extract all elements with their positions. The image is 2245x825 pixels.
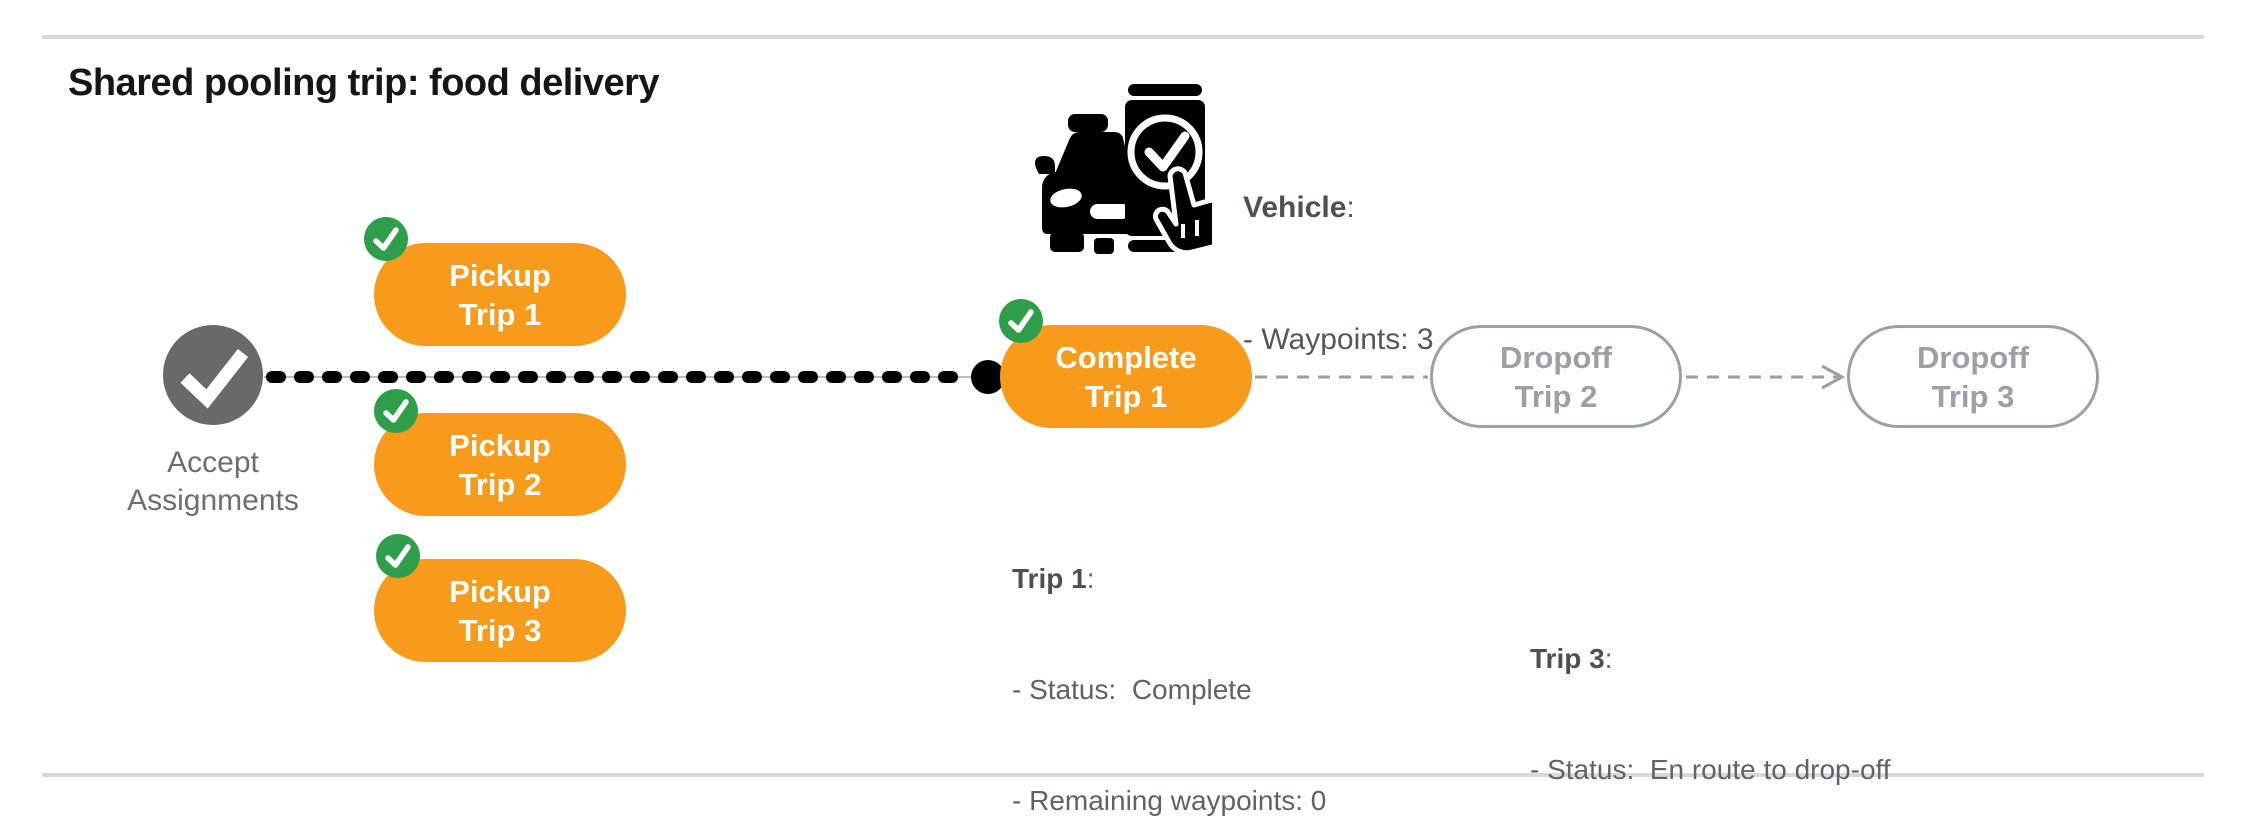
node-dropoff-trip-2: Dropoff Trip 2	[1430, 325, 1682, 428]
check-badge-icon	[999, 299, 1043, 343]
node-label: Trip 1	[458, 296, 542, 332]
node-pickup-trip-3: Pickup Trip 3	[374, 559, 626, 662]
node-label: Dropoff	[1500, 339, 1612, 375]
trip-status-line: - Status: En route to drop-off	[1530, 754, 1891, 785]
vehicle-info: Vehicle: - Waypoints: 3	[1243, 98, 1434, 450]
node-label: Trip 1	[1084, 378, 1168, 414]
node-label: Dropoff	[1917, 339, 2029, 375]
check-badge-icon	[374, 389, 418, 433]
node-label: Complete	[1055, 339, 1197, 375]
node-pickup-trip-1: Pickup Trip 1	[374, 243, 626, 346]
top-divider	[42, 35, 2204, 39]
node-label: Pickup	[449, 257, 551, 293]
check-circle-icon	[163, 325, 263, 425]
check-badge-icon	[376, 534, 420, 578]
trip-status-line: - Remaining waypoints: 0	[1012, 785, 1327, 816]
car-with-phone-check-icon	[1035, 84, 1212, 254]
node-pickup-trip-2: Pickup Trip 2	[374, 413, 626, 516]
check-badge-icon	[364, 217, 408, 261]
node-label: Pickup	[449, 427, 551, 463]
node-label: Trip 2	[1514, 378, 1598, 414]
node-label: Trip 3	[458, 612, 542, 648]
arrow-right-icon	[1821, 364, 1846, 390]
trip-heading: Trip 3:	[1530, 643, 1613, 674]
vehicle-waypoints: - Waypoints: 3	[1243, 323, 1434, 356]
node-label: Trip 3	[1931, 378, 2015, 414]
bottom-divider	[42, 773, 2204, 777]
current-position-dot	[971, 360, 1005, 394]
page-title: Shared pooling trip: food delivery	[68, 62, 660, 104]
node-dropoff-trip-3: Dropoff Trip 3	[1847, 325, 2099, 428]
vehicle-heading: Vehicle:	[1243, 191, 1355, 224]
accept-assignments-label: Accept Assignments	[127, 446, 299, 517]
trip-status-block-1: Trip 1: - Status: Complete - Remaining w…	[1012, 486, 1373, 825]
node-label: Pickup	[449, 573, 551, 609]
trip-status-block-2: Trip 3: - Status: En route to drop-off -…	[1530, 566, 1891, 825]
trip-heading: Trip 1:	[1012, 563, 1095, 594]
node-label: Trip 2	[458, 466, 542, 502]
node-complete-trip-1: Complete Trip 1	[1000, 325, 1252, 428]
trip-status-line: - Status: Complete	[1012, 674, 1252, 705]
